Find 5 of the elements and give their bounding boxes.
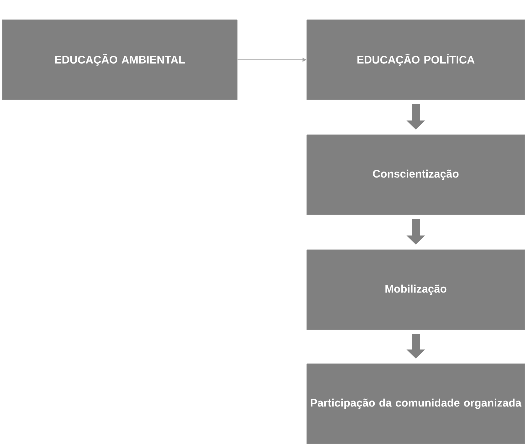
process-box: Participação da comunidade organizada <box>306 364 526 444</box>
process-box: Conscientização <box>306 134 526 216</box>
process-box: EDUCAÇÃO POLÍTICA <box>306 20 526 100</box>
process-box: Mobilização <box>306 250 526 330</box>
process-box: EDUCAÇÃO AMBIENTAL <box>2 20 238 100</box>
